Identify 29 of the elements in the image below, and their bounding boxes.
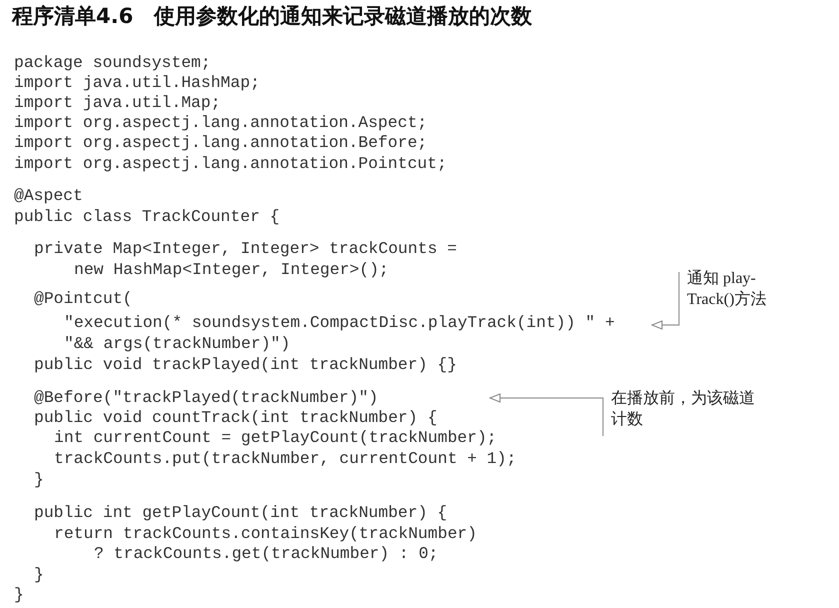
code-line: public void trackPlayed(int trackNumber) {} [34,355,457,375]
code-line: } [14,585,24,605]
annotation-note: 在播放前，为该磁道计数 [603,388,761,430]
callout-arrow [652,272,680,330]
code-line: "execution(* soundsystem.CompactDisc.playTrack(int)) " + [64,313,615,333]
code-line: public void countTrack(int trackNumber) { [34,408,438,428]
code-line: } [34,565,44,585]
code-line: new HashMap<Integer, Integer>(); [74,260,389,280]
code-line: private Map<Integer, Integer> trackCounts = [34,239,457,259]
code-line: int currentCount = getPlayCount(trackNumber); [54,428,497,448]
code-line: package soundsystem; [14,53,211,73]
code-line: trackCounts.put(trackNumber, currentCount + 1); [54,449,516,469]
callout-arrow [490,394,604,436]
code-line: @Pointcut( [34,289,132,309]
code-line: return trackCounts.containsKey(trackNumber) [54,524,477,544]
code-line: import java.util.HashMap; [14,73,260,93]
annotation-note: 通知 play-Track()方法 [679,268,785,310]
code-line: import org.aspectj.lang.annotation.Aspect; [14,113,428,133]
code-line: public class TrackCounter { [14,207,280,227]
listing-title: 程序清单4.6 使用参数化的通知来记录磁道播放的次数 [12,3,532,30]
code-line: } [34,470,44,490]
code-line: "&& args(trackNumber)") [64,334,290,354]
code-line: ? trackCounts.get(trackNumber) : 0; [94,544,438,564]
code-line: public int getPlayCount(int trackNumber) { [34,503,448,523]
code-line: import org.aspectj.lang.annotation.Before; [14,133,428,153]
code-line: import org.aspectj.lang.annotation.Pointcut; [14,154,447,174]
code-line: import java.util.Map; [14,93,221,113]
code-line: @Aspect [14,186,83,206]
code-line: @Before("trackPlayed(trackNumber)") [34,388,378,408]
